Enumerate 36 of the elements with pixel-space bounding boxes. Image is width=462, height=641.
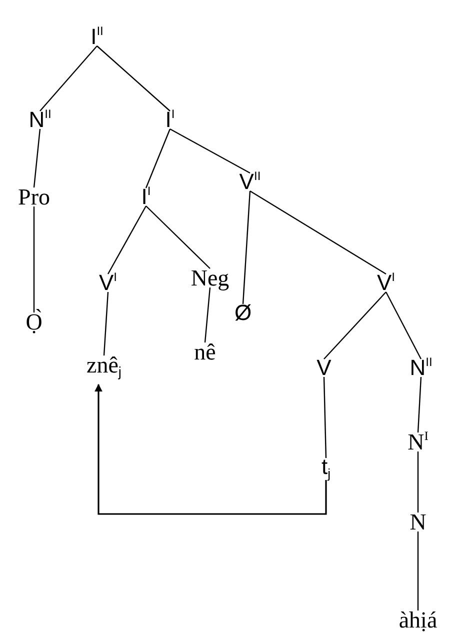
tree-node-label: I$^{I}$ — [165, 109, 175, 131]
tree-node-label: àhịá — [398, 608, 438, 632]
tree-node-label: Neg — [190, 266, 230, 290]
movement-arrow — [94, 384, 327, 515]
tree-node-label: I$^{I}$ — [141, 186, 151, 208]
tree-branch-line — [385, 292, 422, 360]
tree-branch-line — [417, 376, 422, 433]
tree-node-label: Ọ̀ — [26, 310, 42, 334]
tree-branch-line — [33, 128, 41, 188]
tree-branch-line — [324, 292, 386, 360]
tree-node-label: N — [410, 510, 426, 534]
tree-branch-line — [40, 46, 98, 112]
tree-branch-line — [417, 452, 419, 512]
tree-branch-line — [204, 287, 211, 343]
tree-node-label: V — [316, 357, 332, 379]
tree-node-label: V$^{I}$ — [376, 272, 396, 294]
tree-node-label: I$^{II}$ — [90, 26, 104, 48]
tree-branch-line — [242, 190, 251, 304]
tree-branch-line — [417, 532, 419, 610]
tree-node-label: nê — [194, 340, 216, 364]
tree-branch-line — [96, 46, 170, 112]
tree-branch-line — [170, 128, 250, 174]
tree-node-label: V$^{II}$ — [239, 171, 261, 193]
tree-node-label: N$^{II}$ — [410, 357, 432, 379]
tree-branch-line — [33, 206, 35, 312]
tree-branch-line — [146, 206, 210, 269]
tree-node-label: Pro — [18, 186, 50, 208]
tree-branch-line — [145, 128, 171, 188]
tree-branch-line — [250, 190, 386, 275]
tree-node-label: N$^{I}$ — [408, 430, 428, 454]
tree-branch-line — [107, 206, 147, 274]
tree-node-label: Ø — [234, 302, 252, 324]
tree-branch-line — [103, 292, 109, 356]
tree-node-label: N$^{II}$ — [28, 109, 52, 131]
tree-node-label: V$^{I}$ — [98, 272, 118, 294]
tree-branch-line — [323, 376, 327, 458]
